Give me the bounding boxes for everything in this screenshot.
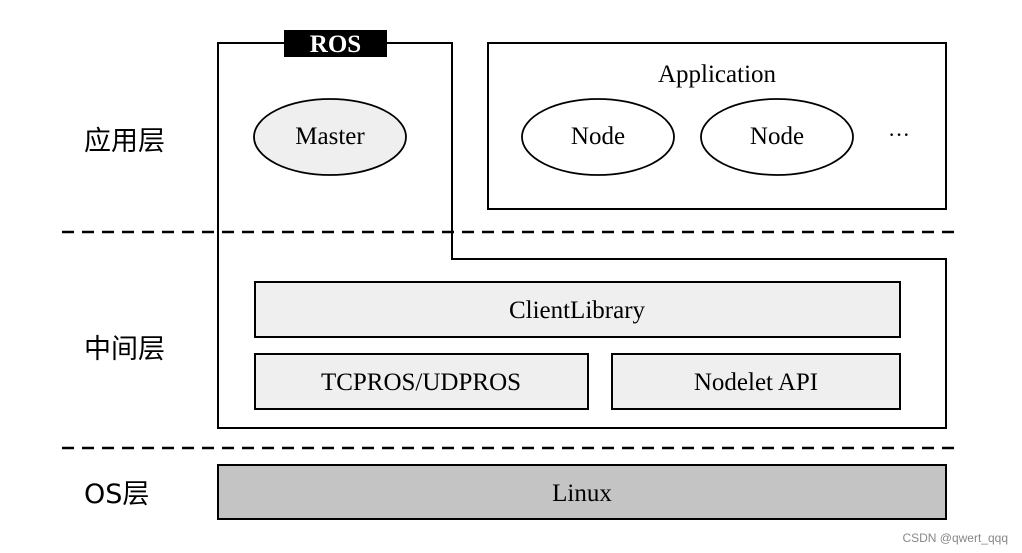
node-1 [521, 98, 675, 176]
ros-boundary [217, 42, 947, 429]
nodelet-label: Nodelet API [694, 369, 818, 396]
layer-label-app: 应用层 [84, 126, 165, 157]
linux-label: Linux [552, 480, 612, 507]
transport-label: TCPROS/UDPROS [321, 369, 521, 396]
layer-label-middle: 中间层 [84, 334, 165, 365]
master-label: Master [295, 123, 365, 150]
layer-label-os: OS层 [84, 479, 149, 510]
ros-badge [284, 30, 387, 57]
node-1-label: Node [571, 123, 625, 150]
ros-badge-label: ROS [310, 31, 361, 58]
application-title: Application [658, 61, 777, 88]
client-library-label: ClientLibrary [509, 297, 646, 324]
watermark: CSDN @qwert_qqq [902, 531, 1008, 545]
linux-box [217, 464, 947, 520]
application-box [487, 42, 947, 210]
node-2 [700, 98, 854, 176]
master-node [253, 98, 407, 176]
node-2-label: Node [750, 123, 804, 150]
client-library-box [254, 281, 901, 338]
nodelet-box [611, 353, 901, 410]
transport-box [254, 353, 589, 410]
more-nodes: ··· [888, 122, 910, 147]
